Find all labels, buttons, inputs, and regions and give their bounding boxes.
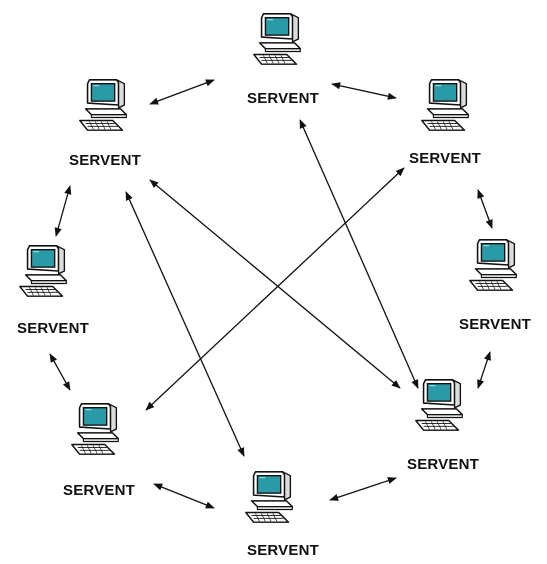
computer-icon [415,379,464,431]
servent-label: SERVENT [247,90,319,107]
servent-node-top-right: SERVENT [390,72,500,177]
computer-icon [421,79,470,131]
servent-label: SERVENT [63,482,135,499]
servent-node-top: SERVENT [228,6,338,111]
computer-icon [245,471,294,523]
servent-label: SERVENT [247,542,319,559]
servent-label: SERVENT [459,316,531,333]
computer-icon [71,403,120,455]
computer-icon [19,245,68,297]
connection-arrow-n7-n8 [54,185,72,237]
servent-node-top-left: SERVENT [50,74,160,179]
computer-icon [469,239,518,291]
connection-arrow-n8-n6 [149,179,401,389]
servent-label: SERVENT [407,456,479,473]
servent-node-bottom-right: SERVENT [388,372,498,482]
connection-arrow-n8-n1 [149,79,215,105]
servent-label: SERVENT [17,320,89,337]
connection-arrow-n1-n2 [331,82,397,100]
servent-node-right: SERVENT [446,230,547,340]
connection-arrow-n4-n5 [329,477,397,501]
computer-icon [253,13,302,65]
connection-arrow-n6-n7 [49,353,71,391]
servent-label: SERVENT [69,152,141,169]
servent-label: SERVENT [409,150,481,167]
connection-arrow-n2-n3 [477,189,493,229]
servent-node-left: SERVENT [0,240,110,340]
servent-node-bottom: SERVENT [228,466,338,564]
connection-arrow-n3-n4 [477,351,491,389]
connection-arrow-n5-n6 [153,483,215,509]
computer-icon [79,79,128,131]
connection-arrow-n2-n7 [145,167,405,411]
servent-node-bottom-left: SERVENT [44,398,154,503]
